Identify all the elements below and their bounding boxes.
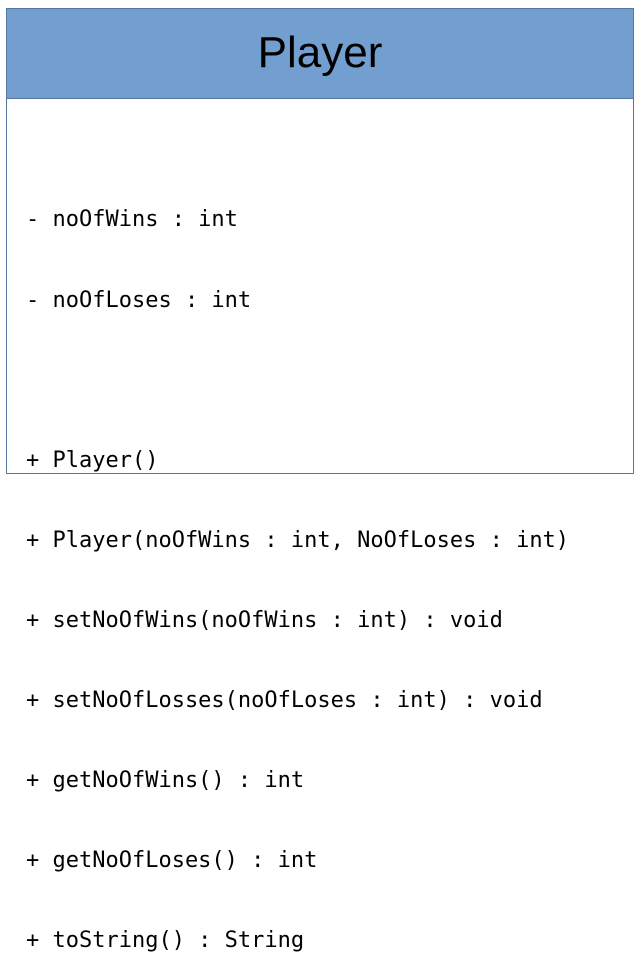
class-header: Player bbox=[7, 9, 633, 99]
operation-get-no-of-wins: + getNoOfWins() : int bbox=[26, 768, 305, 794]
operation-get-no-of-loses: + getNoOfLoses() : int bbox=[26, 848, 318, 874]
operation-set-no-of-losses: + setNoOfLosses(noOfLoses : int) : void bbox=[26, 687, 543, 713]
operation-player-constructor: + Player() bbox=[26, 447, 159, 473]
operation-player-constructor-params: + Player(noOfWins : int, NoOfLoses : int… bbox=[26, 527, 570, 553]
operation-set-no-of-wins: + setNoOfWins(noOfWins : int) : void bbox=[26, 607, 503, 633]
operation-to-string: + toString() : String bbox=[26, 928, 305, 954]
attribute-no-of-wins: - noOfWins : int bbox=[26, 207, 238, 233]
class-members: - noOfWins : int - noOfLoses : int + Pla… bbox=[26, 154, 633, 964]
uml-class-box: Player - noOfWins : int - noOfLoses : in… bbox=[6, 8, 634, 953]
class-name: Player bbox=[257, 27, 383, 77]
attribute-no-of-loses: - noOfLoses : int bbox=[26, 287, 252, 313]
member-spacer bbox=[26, 368, 633, 395]
